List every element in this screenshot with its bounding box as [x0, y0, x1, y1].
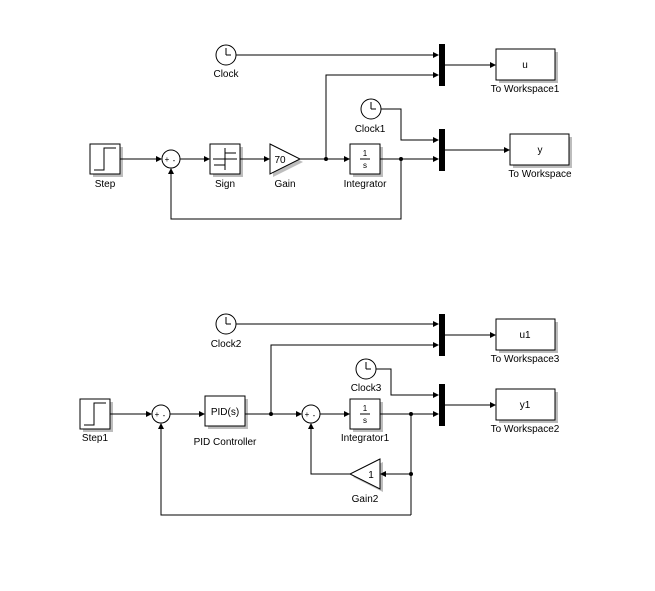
gain-label: Gain [274, 179, 295, 190]
diagram2-signal-lines [110, 321, 496, 516]
sum1-minus-sign: - [163, 411, 166, 420]
clock1-label: Clock1 [355, 124, 386, 135]
to-workspace1-variable: u [522, 60, 528, 71]
gain-value: 70 [274, 155, 286, 166]
clock-block[interactable] [215, 44, 237, 66]
gain2-value: 1 [368, 470, 374, 481]
integrator1-denominator: s [363, 416, 367, 425]
mux-block-3[interactable] [439, 314, 445, 356]
sum-minus-sign: - [173, 156, 176, 165]
to-workspace2-block[interactable] [495, 388, 558, 423]
sum2-plus-sign: + [305, 410, 310, 419]
pid-controller-block[interactable] [204, 395, 248, 429]
step1-label: Step1 [82, 433, 109, 444]
integrator-denominator: s [363, 161, 367, 170]
mux-block-4[interactable] [439, 384, 445, 426]
integrator1-block[interactable] [349, 398, 383, 432]
diagram1-signal-lines [120, 52, 510, 220]
clock3-block[interactable] [355, 358, 377, 380]
sign-block[interactable] [209, 143, 243, 177]
to-workspace3-block[interactable] [495, 318, 558, 353]
to-workspace-block[interactable] [509, 133, 572, 168]
sum1-plus-sign: + [155, 410, 160, 419]
sign-label: Sign [215, 179, 235, 190]
mux-block-1[interactable] [439, 44, 445, 86]
clock2-block[interactable] [215, 313, 237, 335]
to-workspace3-label: To Workspace3 [491, 354, 560, 365]
to-workspace-label: To Workspace [508, 169, 572, 180]
to-workspace1-block[interactable] [495, 48, 558, 83]
integrator1-label: Integrator1 [341, 433, 390, 444]
step-label: Step [95, 179, 116, 190]
clock2-label: Clock2 [211, 339, 242, 350]
step1-block[interactable] [79, 398, 113, 432]
clock3-label: Clock3 [351, 383, 382, 394]
clock1-block[interactable] [360, 98, 382, 120]
integrator1-numerator: 1 [363, 404, 368, 413]
to-workspace2-variable: y1 [520, 400, 531, 411]
pid-controller-label: PID Controller [194, 437, 257, 448]
clock-label: Clock [213, 69, 239, 80]
gain2-block[interactable] [348, 458, 383, 492]
mux-block-2[interactable] [439, 129, 445, 171]
sum2-minus-sign: - [313, 411, 316, 420]
integrator-numerator: 1 [363, 149, 368, 158]
gain2-label: Gain2 [352, 494, 379, 505]
to-workspace3-variable: u1 [519, 330, 531, 341]
pid-controller-text: PID(s) [211, 407, 239, 418]
sum-plus-sign: + [165, 155, 170, 164]
to-workspace1-label: To Workspace1 [491, 84, 560, 95]
integrator-label: Integrator [344, 179, 387, 190]
to-workspace2-label: To Workspace2 [491, 424, 560, 435]
to-workspace-variable: y [538, 145, 543, 156]
step-block[interactable] [89, 143, 123, 177]
